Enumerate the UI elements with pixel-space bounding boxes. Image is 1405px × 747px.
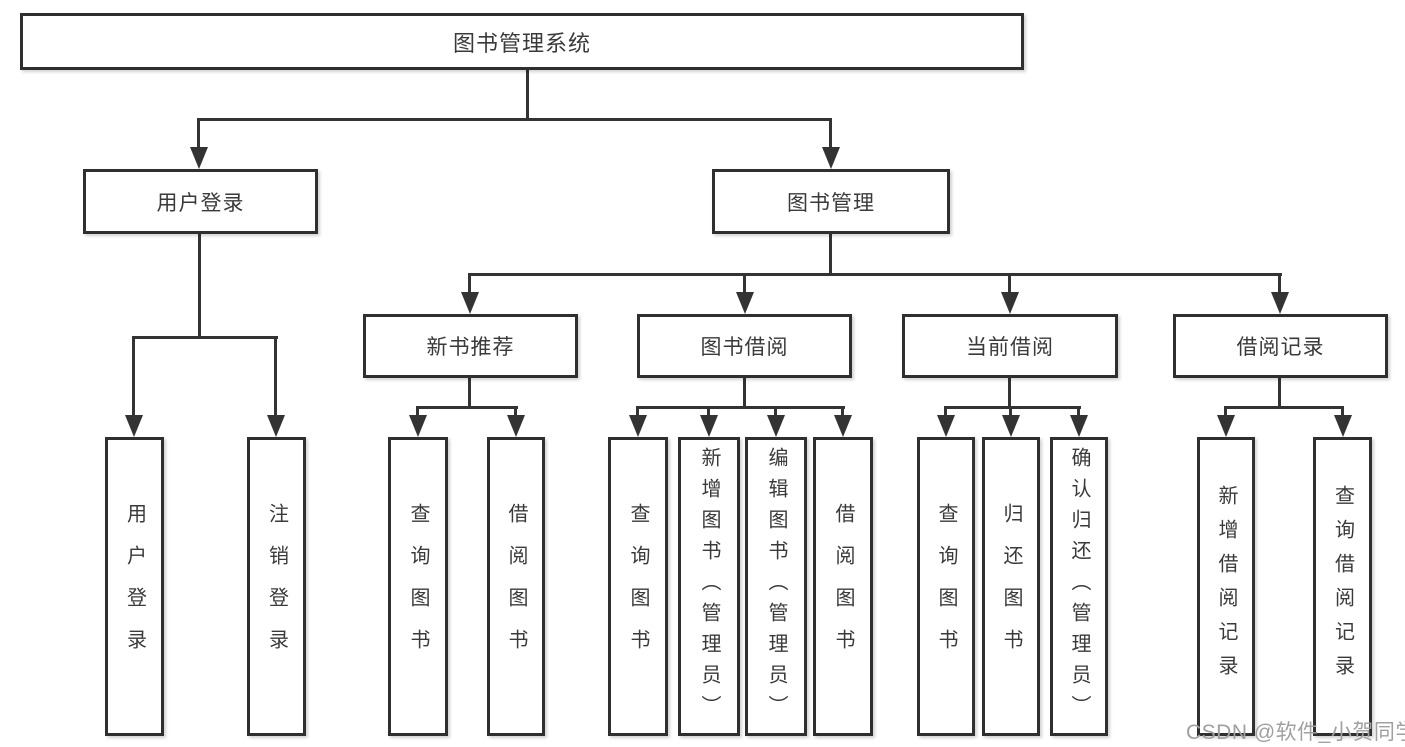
connector-level1-bus [198, 118, 832, 121]
node-label: 注销登录 [265, 502, 288, 671]
leaf-borrow-books-1: 借阅图书 [487, 437, 545, 736]
arrow-down-icon [1070, 415, 1088, 437]
node-label: 新增借阅记录 [1215, 484, 1237, 689]
connector-new-books-bus [416, 406, 518, 409]
arrow-down-icon [736, 292, 754, 314]
arrow-down-icon [1002, 415, 1020, 437]
arrow-shaft [841, 406, 844, 418]
connector-root-stem [526, 70, 529, 120]
connector-user-login-stem [198, 234, 201, 338]
connector-book-borrow-bus [636, 406, 845, 409]
leaf-add-books-admin: 新增图书（管理员） [678, 437, 740, 736]
arrow-shaft [636, 406, 639, 418]
node-borrow-records: 借阅记录 [1173, 314, 1388, 378]
arrow-down-icon [1334, 415, 1352, 437]
leaf-borrow-books-2: 借阅图书 [813, 437, 873, 736]
connector-current-borrow-stem [1008, 378, 1011, 408]
connector-book-mgmt-stem [829, 234, 832, 275]
node-label: 用户登录 [123, 502, 146, 671]
node-label: 确认归还（管理员） [1068, 447, 1090, 726]
node-new-books: 新书推荐 [363, 314, 578, 378]
leaf-query-borrow-record: 查询借阅记录 [1313, 437, 1372, 736]
arrow-shaft [416, 406, 419, 418]
connector-current-borrow-bus [944, 406, 1081, 409]
node-system-root: 图书管理系统 [20, 13, 1024, 70]
arrow-shaft [829, 118, 832, 149]
node-label: 图书管理 [787, 191, 875, 215]
arrow-shaft [514, 406, 517, 418]
leaf-confirm-return-admin: 确认归还（管理员） [1050, 437, 1108, 736]
node-label: 借阅图书 [505, 502, 527, 671]
node-label: 新增图书（管理员） [698, 447, 720, 726]
arrow-down-icon [700, 415, 718, 437]
connector-user-login-bus [132, 336, 278, 339]
node-label: 归还图书 [1000, 502, 1022, 671]
leaf-query-books-2: 查询图书 [608, 437, 668, 736]
connector-new-books-stem [468, 378, 471, 408]
leaf-query-books-3: 查询图书 [917, 437, 975, 736]
connector-book-mgmt-bus [468, 273, 1282, 276]
arrow-shaft [774, 406, 777, 418]
node-label: 编辑图书（管理员） [765, 447, 787, 726]
arrow-shaft [1278, 273, 1281, 295]
leaf-add-borrow-record: 新增借阅记录 [1197, 437, 1255, 736]
leaf-query-books-1: 查询图书 [388, 437, 448, 736]
node-user-login: 用户登录 [83, 169, 318, 234]
arrow-down-icon [461, 292, 479, 314]
node-label: 查询图书 [627, 502, 649, 671]
node-label: 借阅图书 [832, 502, 854, 671]
arrow-shaft [1077, 406, 1080, 418]
arrow-down-icon [834, 415, 852, 437]
node-label: 新书推荐 [426, 336, 515, 359]
node-current-borrow: 当前借阅 [902, 314, 1118, 378]
arrow-shaft [707, 406, 710, 418]
arrow-down-icon [629, 415, 647, 437]
node-book-borrow: 图书借阅 [637, 314, 852, 378]
arrow-shaft [1008, 273, 1011, 295]
arrow-down-icon [267, 415, 285, 437]
node-label: 查询借阅记录 [1331, 484, 1354, 689]
arrow-down-icon [125, 415, 143, 437]
node-label: 用户登录 [156, 191, 245, 215]
leaf-edit-books-admin: 编辑图书（管理员） [745, 437, 807, 736]
leaf-return-books: 归还图书 [982, 437, 1040, 736]
csdn-watermark: CSDN @软件_小贺同学 [1186, 721, 1405, 744]
node-label: 借阅记录 [1236, 336, 1325, 359]
node-label: 查询图书 [407, 502, 429, 671]
arrow-shaft [274, 336, 277, 417]
node-book-management: 图书管理 [712, 169, 950, 234]
node-label: 图书借阅 [700, 336, 789, 359]
arrow-down-icon [822, 147, 840, 169]
arrow-shaft [1341, 406, 1344, 418]
arrow-down-icon [937, 415, 955, 437]
arrow-down-icon [1217, 415, 1235, 437]
leaf-user-login: 用户登录 [105, 437, 164, 736]
arrow-down-icon [507, 415, 525, 437]
arrow-shaft [743, 273, 746, 295]
arrow-down-icon [1271, 292, 1289, 314]
connector-borrow-records-stem [1278, 378, 1281, 408]
arrow-shaft [1009, 406, 1012, 418]
arrow-shaft [944, 406, 947, 418]
arrow-shaft [468, 273, 471, 295]
arrow-shaft [1224, 406, 1227, 418]
arrow-shaft [197, 118, 200, 149]
connector-book-borrow-stem [743, 378, 746, 408]
node-label: 图书管理系统 [452, 30, 591, 56]
arrow-down-icon [1001, 292, 1019, 314]
arrow-down-icon [409, 415, 427, 437]
leaf-logout: 注销登录 [247, 437, 306, 736]
node-label: 查询图书 [935, 502, 957, 671]
arrow-down-icon [767, 415, 785, 437]
arrow-down-icon [190, 147, 208, 169]
arrow-shaft [132, 336, 135, 417]
node-label: 当前借阅 [966, 336, 1054, 359]
connector-borrow-records-bus [1224, 406, 1344, 409]
